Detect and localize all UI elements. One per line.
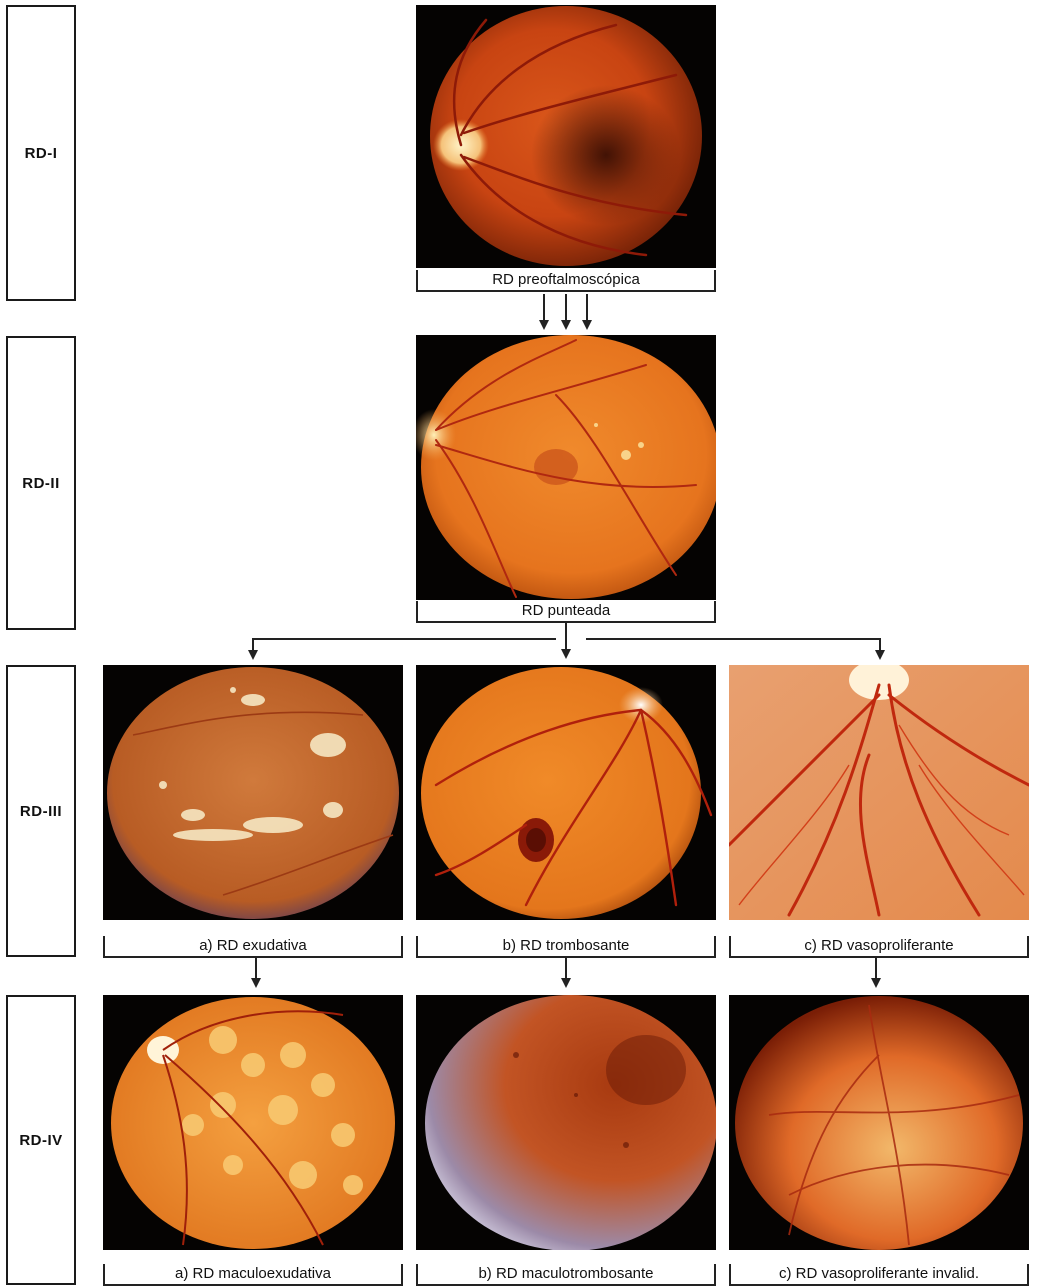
fundus-photo-exudativa	[103, 665, 403, 920]
fundus-photo-vasoproliferante	[729, 665, 1029, 920]
fundus-photo-punteada	[416, 335, 716, 600]
stage-box-rd2: RD-II	[6, 336, 76, 630]
caption-vasoproliferante-invalid: c) RD vasoproliferante invalid.	[729, 1264, 1029, 1286]
branch-line-right	[586, 638, 880, 640]
caption-preoftalmoscopica: RD preoftalmoscópica	[416, 270, 716, 292]
fundus-photo-vasoproliferante-invalid	[729, 995, 1029, 1250]
stage-box-rd4: RD-IV	[6, 995, 76, 1285]
stage-box-rd1: RD-I	[6, 5, 76, 301]
arrow-to-trombosante	[557, 623, 575, 661]
arrows-rd1-to-rd2	[530, 294, 600, 334]
caption-exudativa: a) RD exudativa	[103, 936, 403, 958]
arrow-to-vasoproliferante	[871, 638, 889, 662]
caption-trombosante: b) RD trombosante	[416, 936, 716, 958]
arrow-vasoproliferante-to-invalid	[867, 958, 885, 992]
caption-vasoproliferante: c) RD vasoproliferante	[729, 936, 1029, 958]
fundus-photo-trombosante	[416, 665, 716, 920]
arrow-exudativa-to-maculoexudativa	[247, 958, 265, 992]
caption-punteada: RD punteada	[416, 601, 716, 623]
stage-label-rd4: RD-IV	[19, 1132, 62, 1149]
caption-maculoexudativa: a) RD maculoexudativa	[103, 1264, 403, 1286]
fundus-photo-maculoexudativa	[103, 995, 403, 1250]
arrow-trombosante-to-maculotrombosante	[557, 958, 575, 992]
stage-label-rd3: RD-III	[20, 803, 62, 820]
caption-maculotrombosante: b) RD maculotrombosante	[416, 1264, 716, 1286]
stage-box-rd3: RD-III	[6, 665, 76, 957]
stage-label-rd1: RD-I	[25, 145, 58, 162]
arrow-to-exudativa	[244, 638, 262, 662]
fundus-photo-maculotrombosante	[416, 995, 716, 1250]
fundus-photo-preoftalmoscopica	[416, 5, 716, 268]
branch-line-left	[252, 638, 556, 640]
stage-label-rd2: RD-II	[22, 475, 60, 492]
